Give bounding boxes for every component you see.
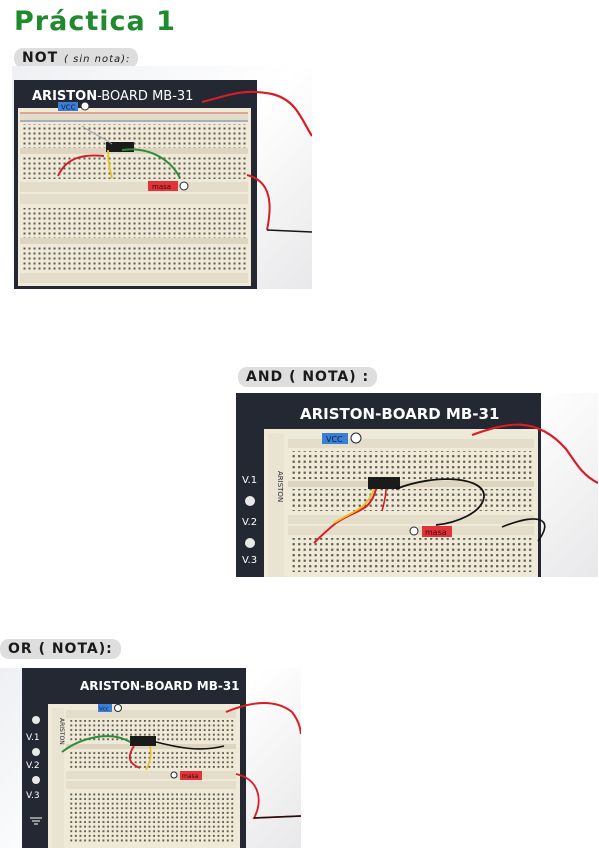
section-label-or-text: OR <box>8 641 33 657</box>
board-brand: ARISTON-BOARD MB-31 <box>80 679 240 693</box>
svg-text:ARISTON: ARISTON <box>58 718 65 745</box>
section-label-not-note: ( sin nota): <box>64 54 131 65</box>
svg-text:V.1: V.1 <box>242 475 257 486</box>
section-label-not-text: NOT <box>22 50 59 66</box>
board-brand: ARISTON-BOARD MB-31 <box>300 405 499 423</box>
svg-text:masa: masa <box>182 773 199 780</box>
section-label-or: OR ( NOTA): <box>0 639 121 659</box>
svg-text:VCC: VCC <box>61 104 76 112</box>
svg-text:V.2: V.2 <box>26 761 40 771</box>
svg-text:VCC: VCC <box>326 435 343 444</box>
svg-text:V.3: V.3 <box>242 555 257 566</box>
breadboard-photo-and: ARISTON-BOARD MB-31 ARISTON V.1 V.2 V.3 … <box>236 393 598 577</box>
masa-tag <box>422 526 452 537</box>
vcc-tag <box>58 102 78 111</box>
masa-tag <box>148 181 178 191</box>
svg-text:Vcc: Vcc <box>99 707 109 713</box>
wire-yellow <box>333 488 375 524</box>
svg-text:V.1: V.1 <box>26 733 40 743</box>
wire-green <box>121 148 181 179</box>
section-label-and-note: ( NOTA) : <box>289 369 370 385</box>
wire-green <box>61 735 131 753</box>
section-label-and-text: AND <box>246 369 284 385</box>
section-label-not: NOT ( sin nota): <box>14 48 139 68</box>
svg-text:V.3: V.3 <box>26 791 40 801</box>
vcc-tag <box>322 433 348 444</box>
wire-red <box>471 423 598 484</box>
wire-black <box>266 229 312 233</box>
wire-yellow <box>107 149 113 179</box>
wire-yellow <box>145 745 152 771</box>
wire-red <box>201 90 312 137</box>
ic-chip <box>106 142 134 152</box>
wire-black <box>501 518 546 542</box>
section-label-or-note: ( NOTA): <box>38 641 113 657</box>
ic-chip <box>130 736 156 746</box>
svg-text:ARISTON: ARISTON <box>276 471 284 502</box>
svg-text:masa: masa <box>425 528 447 537</box>
ic-chip <box>368 477 400 489</box>
section-label-and: AND ( NOTA) : <box>238 367 378 387</box>
svg-text:masa: masa <box>152 183 171 191</box>
breadboard-photo-or: ARISTON-BOARD MB-31 ARISTON V.1 V.2 V.3 … <box>0 668 301 848</box>
wire-black <box>253 815 301 819</box>
board-brand: ARISTON-BOARD MB-31 <box>32 89 193 104</box>
svg-text:V.2: V.2 <box>242 517 257 528</box>
vcc-tag <box>98 704 112 712</box>
breadboard-photo-not: ARISTON-BOARD MB-31 VCC masa <box>12 66 312 289</box>
wire-red <box>225 701 301 735</box>
masa-tag <box>180 771 202 780</box>
page-title: Práctica 1 <box>14 6 176 37</box>
